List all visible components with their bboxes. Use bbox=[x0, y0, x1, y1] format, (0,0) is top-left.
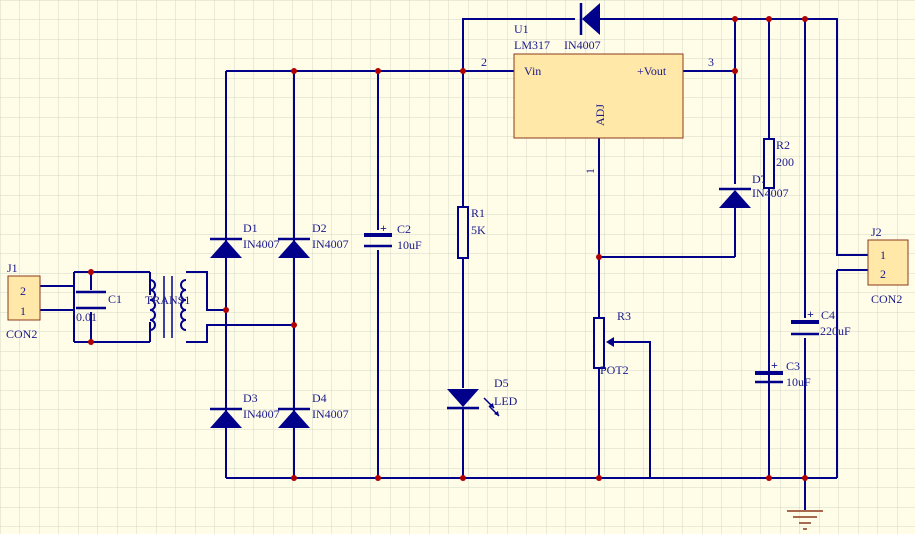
capacitor-c4[interactable]: + C4 220uF bbox=[791, 307, 851, 338]
diode-d4[interactable]: D4 IN4007 bbox=[278, 391, 349, 428]
ground-icon bbox=[787, 510, 823, 530]
diode-d1[interactable]: D1 IN4007 bbox=[210, 221, 280, 258]
d4-value: IN4007 bbox=[312, 407, 349, 421]
c1-value: 0.01 bbox=[76, 310, 97, 324]
diode-d6[interactable]: IN4007 bbox=[564, 3, 601, 52]
d5-ref: D5 bbox=[494, 376, 509, 390]
j2-type: CON2 bbox=[871, 292, 902, 306]
r2-value: 200 bbox=[776, 155, 794, 169]
c4-value: 220uF bbox=[820, 324, 851, 338]
u1-ref: U1 bbox=[514, 22, 529, 36]
u1-pin-num-vout: 3 bbox=[708, 55, 714, 69]
potentiometer-r3[interactable]: R3 POT2 bbox=[593, 309, 631, 377]
r1-ref: R1 bbox=[471, 206, 485, 220]
j1-type: CON2 bbox=[6, 327, 37, 341]
regulator-u1[interactable]: U1 LM317 Vin +Vout ADJ 2 3 1 bbox=[481, 22, 714, 174]
u1-pin-num-vin: 2 bbox=[481, 55, 487, 69]
u1-pin-vin: Vin bbox=[524, 64, 541, 78]
r3-value: POT2 bbox=[600, 363, 629, 377]
connector-j2[interactable]: J2 1 2 CON2 bbox=[867, 225, 909, 306]
r3-ref: R3 bbox=[617, 309, 631, 323]
d3-value: IN4007 bbox=[243, 407, 280, 421]
capacitor-c1[interactable]: C1 0.01 bbox=[76, 290, 122, 324]
d3-ref: D3 bbox=[243, 391, 258, 405]
u1-value: LM317 bbox=[514, 38, 550, 52]
transformer-trans1[interactable]: TRANS1 bbox=[145, 276, 190, 338]
d6-value: IN4007 bbox=[564, 38, 601, 52]
u1-pin-adj: ADJ bbox=[593, 104, 607, 126]
c2-ref: C2 bbox=[397, 222, 411, 236]
r1-value: 5K bbox=[471, 223, 486, 237]
j1-ref: J1 bbox=[7, 261, 18, 275]
trans1-ref: TRANS1 bbox=[145, 293, 190, 307]
d5-value: LED bbox=[494, 394, 518, 408]
d7-value: IN4007 bbox=[752, 186, 789, 200]
d4-ref: D4 bbox=[312, 391, 327, 405]
connector-j1[interactable]: J1 2 1 CON2 bbox=[6, 261, 41, 341]
capacitor-c3[interactable]: + C3 10uF bbox=[755, 358, 811, 389]
capacitor-c2[interactable]: + C2 10uF bbox=[364, 221, 422, 252]
u1-pin-vout: +Vout bbox=[637, 64, 667, 78]
c2-polarity: + bbox=[380, 221, 387, 235]
j2-ref: J2 bbox=[871, 225, 882, 239]
j2-pin-top: 1 bbox=[880, 248, 886, 262]
led-d5[interactable]: D5 LED bbox=[447, 376, 518, 417]
d2-ref: D2 bbox=[312, 221, 327, 235]
c2-value: 10uF bbox=[397, 238, 422, 252]
j2-pin-bottom: 2 bbox=[880, 267, 886, 281]
c1-ref: C1 bbox=[108, 292, 122, 306]
j1-pin-bottom: 1 bbox=[20, 304, 26, 318]
c3-value: 10uF bbox=[786, 375, 811, 389]
c3-polarity: + bbox=[771, 358, 778, 372]
resistor-r2[interactable]: R2 200 bbox=[763, 138, 794, 189]
diode-d3[interactable]: D3 IN4007 bbox=[210, 391, 280, 428]
d2-value: IN4007 bbox=[312, 237, 349, 251]
c4-polarity: + bbox=[807, 307, 814, 321]
d1-value: IN4007 bbox=[243, 237, 280, 251]
r2-ref: R2 bbox=[776, 138, 790, 152]
u1-pin-num-adj: 1 bbox=[583, 168, 597, 174]
junctions bbox=[88, 16, 808, 481]
d1-ref: D1 bbox=[243, 221, 258, 235]
c4-ref: C4 bbox=[821, 308, 835, 322]
diode-d2[interactable]: D2 IN4007 bbox=[278, 221, 349, 258]
j1-pin-top: 2 bbox=[20, 284, 26, 298]
resistor-r1[interactable]: R1 5K bbox=[457, 206, 486, 259]
c3-ref: C3 bbox=[786, 359, 800, 373]
